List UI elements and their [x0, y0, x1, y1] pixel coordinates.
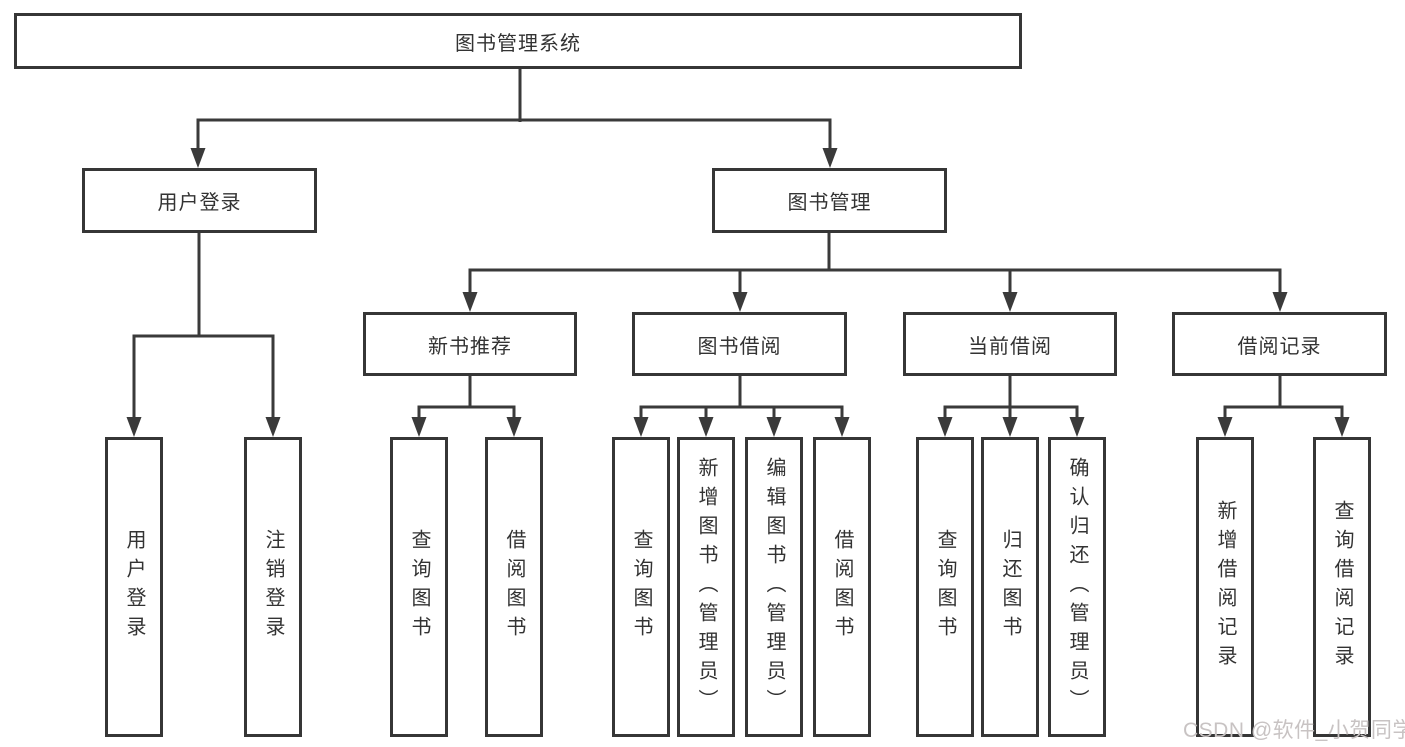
node-borrow-records: 借阅记录	[1172, 312, 1387, 376]
leaf-borrowing-query-books-label: 查询图书	[630, 529, 652, 645]
leaf-records-add-record: 新增借阅记录	[1196, 437, 1254, 737]
leaf-current-confirm-return-admin-label: 确认归还（管理员）	[1066, 456, 1088, 718]
node-user-login: 用户登录	[82, 168, 317, 233]
leaf-borrowing-borrow-books-label: 借阅图书	[831, 529, 853, 645]
node-current-borrowing: 当前借阅	[903, 312, 1117, 376]
leaf-user-login: 用户登录	[105, 437, 163, 737]
leaf-borrowing-edit-books-admin: 编辑图书（管理员）	[745, 437, 803, 737]
leaf-recommend-borrow-books: 借阅图书	[485, 437, 543, 737]
leaf-recommend-borrow-books-label: 借阅图书	[503, 529, 525, 645]
leaf-borrowing-query-books: 查询图书	[612, 437, 670, 737]
leaf-records-query-record-label: 查询借阅记录	[1331, 500, 1353, 674]
leaf-current-query-books-label: 查询图书	[934, 529, 956, 645]
leaf-current-return-books: 归还图书	[981, 437, 1039, 737]
leaf-borrowing-edit-books-admin-label: 编辑图书（管理员）	[763, 456, 785, 718]
leaf-recommend-query-books-label: 查询图书	[408, 529, 430, 645]
node-book-borrowing: 图书借阅	[632, 312, 847, 376]
node-book-management: 图书管理	[712, 168, 947, 233]
leaf-current-confirm-return-admin: 确认归还（管理员）	[1048, 437, 1106, 737]
leaf-records-add-record-label: 新增借阅记录	[1214, 500, 1236, 674]
node-new-book-recommend: 新书推荐	[363, 312, 577, 376]
leaf-borrowing-add-books-admin-label: 新增图书（管理员）	[695, 456, 717, 718]
leaf-borrowing-add-books-admin: 新增图书（管理员）	[677, 437, 735, 737]
leaf-current-return-books-label: 归还图书	[999, 529, 1021, 645]
leaf-borrowing-borrow-books: 借阅图书	[813, 437, 871, 737]
csdn-watermark: CSDN @软件_小贺同学	[1183, 719, 1405, 742]
leaf-logout: 注销登录	[244, 437, 302, 737]
node-root-system: 图书管理系统	[14, 13, 1022, 69]
leaf-current-query-books: 查询图书	[916, 437, 974, 737]
leaf-user-login-label: 用户登录	[123, 529, 145, 645]
leaf-logout-label: 注销登录	[262, 529, 284, 645]
leaf-records-query-record: 查询借阅记录	[1313, 437, 1371, 737]
leaf-recommend-query-books: 查询图书	[390, 437, 448, 737]
